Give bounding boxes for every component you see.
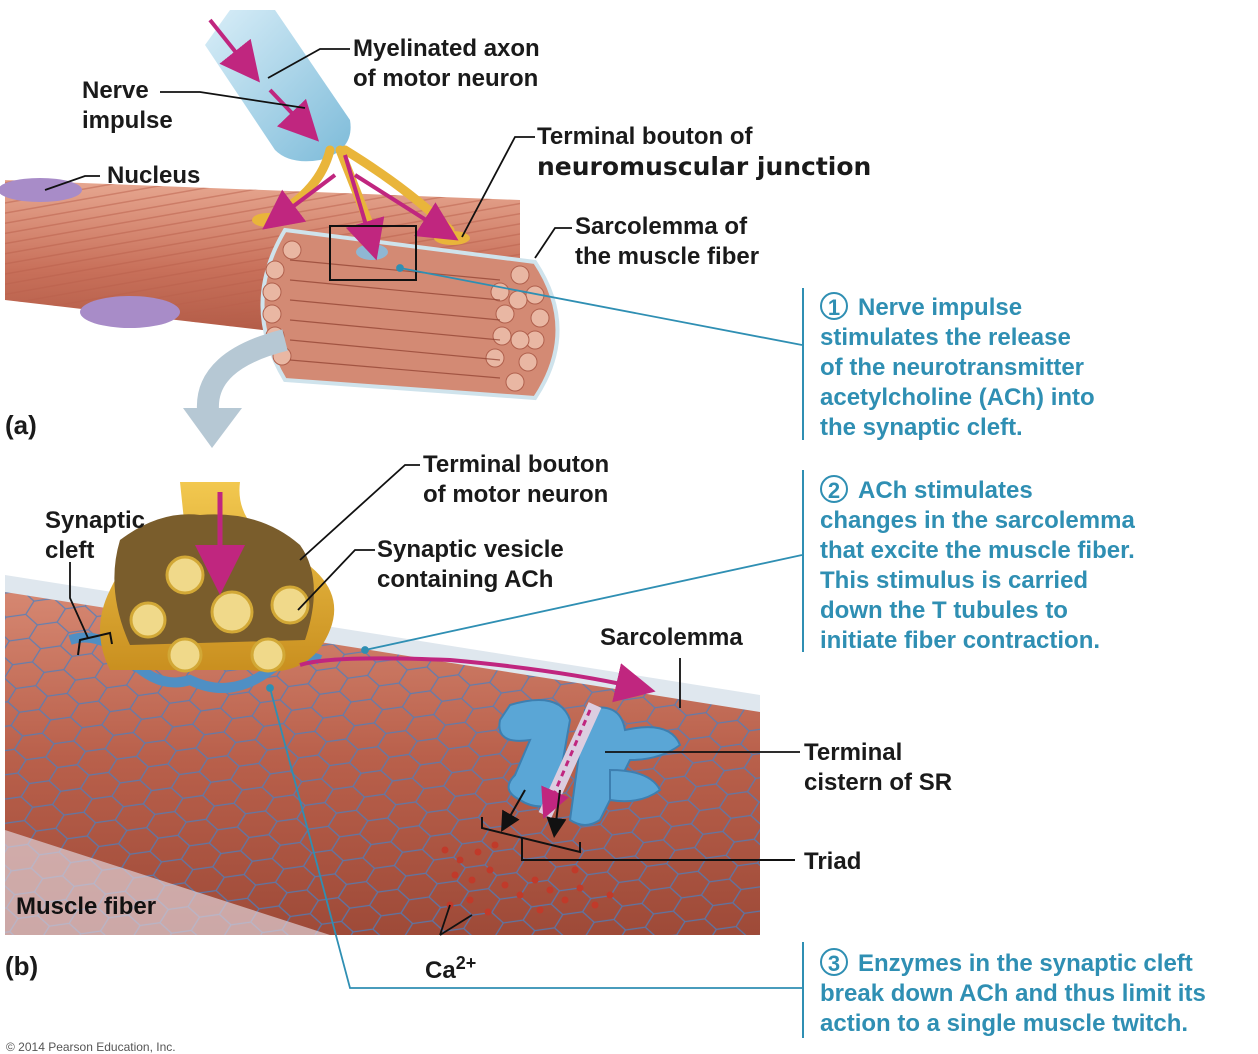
panel-b-illustration	[5, 482, 795, 935]
step-3-number: 3	[820, 948, 848, 976]
step-1-line-2: of the neurotransmitter	[820, 354, 1085, 381]
label-line: Terminal	[804, 739, 903, 766]
label-line: containing ACh	[377, 566, 554, 593]
label-line-emphasis: neuromuscular junction	[537, 152, 872, 181]
step-3-line-2: action to a single muscle twitch.	[820, 1010, 1189, 1037]
label-line: Nerve	[82, 77, 149, 104]
label-line: Synaptic vesicle	[377, 536, 564, 563]
terminal-bouton-motor-label: Terminal bouton of motor neuron	[423, 450, 609, 510]
label-line: of motor neuron	[423, 481, 609, 508]
calcium-label: Ca2+	[425, 948, 476, 986]
label-line: Terminal bouton of	[537, 123, 753, 150]
step-2-line-0: ACh stimulates	[858, 477, 1033, 504]
step-1-number: 1	[820, 292, 848, 320]
step-1-line-4: the synaptic cleft.	[820, 414, 1023, 441]
label-line: cistern of SR	[804, 769, 953, 796]
myelinated-axon-shape	[205, 10, 351, 162]
sarcolemma-fiber-label: Sarcolemma of the muscle fiber	[575, 212, 759, 272]
step-1-line: 1 Nerve impulse	[820, 292, 1095, 323]
synaptic-vesicles	[129, 555, 310, 673]
label-line: cleft	[45, 537, 95, 564]
step-1-text: 1 Nerve impulse stimulates the release of…	[820, 292, 1095, 443]
triad-label: Triad	[804, 848, 862, 875]
step-2-text: 2 ACh stimulates changes in the sarcolemm…	[820, 475, 1135, 656]
step-1-line-3: acetylcholine (ACh) into	[820, 384, 1095, 411]
synaptic-cleft-label: Synaptic cleft	[45, 506, 145, 566]
label-line: the muscle fiber	[575, 243, 760, 270]
step-2-line: 2 ACh stimulates	[820, 475, 1135, 506]
magnification-box	[329, 225, 417, 281]
step-2-line-3: This stimulus is carried	[820, 567, 1089, 594]
label-line: Myelinated axon	[353, 35, 540, 62]
label-line: Terminal bouton	[423, 451, 610, 478]
sr-cisterns	[498, 699, 682, 826]
step-2-line-5: initiate fiber contraction.	[820, 627, 1101, 654]
panel-a-illustration	[0, 10, 560, 448]
step-2-number: 2	[820, 475, 848, 503]
calcium-ions	[441, 841, 614, 916]
step-2-bar	[802, 470, 804, 652]
nucleus-shape-2	[80, 296, 180, 328]
myelinated-axon-label: Myelinated axon of motor neuron	[353, 34, 540, 94]
step-3-bar	[802, 942, 804, 1038]
step-3-line: 3 Enzymes in the synaptic cleft	[820, 948, 1206, 979]
step-leader-lines	[266, 264, 803, 989]
step-2-line-4: down the T tubules to	[820, 597, 1068, 624]
label-line: Synaptic	[45, 507, 146, 534]
terminal-bouton-nmj-label: Terminal bouton of neuromuscular junctio…	[537, 122, 871, 182]
step-2-line-1: changes in the sarcolemma	[820, 507, 1135, 534]
label-line: of motor neuron	[353, 65, 539, 92]
nerve-impulse-label: Nerve impulse	[82, 76, 173, 136]
label-line: impulse	[82, 107, 173, 134]
step-1-line-0: Nerve impulse	[858, 294, 1023, 321]
step-3-text: 3 Enzymes in the synaptic cleft break dow…	[820, 948, 1206, 1039]
label-line: Sarcolemma of	[575, 213, 748, 240]
nucleus-label: Nucleus	[107, 162, 201, 189]
step-3-line-0: Enzymes in the synaptic cleft	[858, 950, 1193, 977]
sarcolemma-label: Sarcolemma	[600, 624, 743, 651]
calcium-charge: 2+	[455, 953, 477, 973]
step-3-line-1: break down ACh and thus limit its	[820, 980, 1206, 1007]
panel-b-label: (b)	[5, 951, 39, 981]
panel-a-label: (a)	[5, 410, 37, 440]
calcium-symbol: Ca	[425, 957, 456, 984]
terminal-cistern-label: Terminal cistern of SR	[804, 738, 952, 798]
step-2-line-2: that excite the muscle fiber.	[820, 537, 1135, 564]
leader-lines	[44, 48, 800, 936]
step-1-line-1: stimulates the release	[820, 324, 1071, 351]
synaptic-vesicle-label: Synaptic vesicle containing ACh	[377, 535, 564, 595]
muscle-fiber-label: Muscle fiber	[16, 893, 157, 920]
step-1-bar	[802, 288, 804, 440]
copyright-text: © 2014 Pearson Education, Inc.	[6, 1040, 176, 1054]
